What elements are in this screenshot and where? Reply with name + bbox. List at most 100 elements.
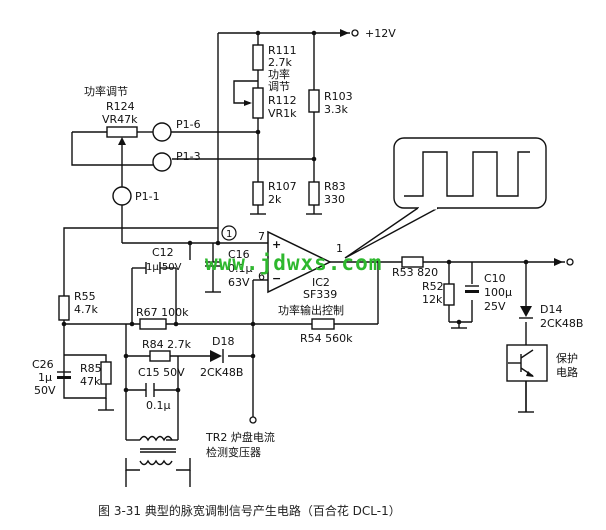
label-c16: C16 — [228, 248, 250, 261]
wires — [63, 32, 565, 471]
figure-caption: 图 3-31 典型的脉宽调制信号产生电路（百合花 DCL-1） — [98, 503, 401, 518]
label-tr2a: TR2 炉盘电流 — [205, 430, 275, 444]
label-c26v2: 50V — [34, 384, 56, 397]
label-r111: R111 — [268, 44, 297, 57]
label-d14v: 2CK48B — [540, 317, 583, 330]
capacitor-c12 — [145, 262, 161, 274]
capacitor-c26 — [57, 371, 71, 379]
label-r52v: 12k — [422, 293, 443, 306]
diode-d14 — [519, 306, 533, 319]
label-pin6: 6 — [258, 270, 265, 283]
terminal-bottom — [249, 416, 257, 424]
connector-p1-6 — [152, 122, 172, 142]
label-r85v: 47k — [80, 375, 101, 388]
output-arrow — [554, 258, 563, 266]
label-c12v: 1μ 50V — [146, 262, 182, 273]
label-prot1: 保护 — [556, 351, 578, 365]
resistor-r54 — [311, 318, 335, 330]
label-pa1: 功率 — [268, 67, 290, 81]
ground-symbols-top — [98, 213, 467, 411]
resistor-r52 — [443, 283, 455, 306]
label-c12: C12 — [152, 246, 174, 259]
label-r83: R83 — [324, 180, 346, 193]
label-out1: 1 — [336, 242, 343, 255]
label-r53: R53 820 — [392, 266, 438, 279]
label-d18v: 2CK48B — [200, 366, 243, 379]
label-pk: 功率输出控制 — [278, 303, 344, 317]
resistor-r67 — [139, 318, 167, 330]
label-c26v1: 1μ — [38, 371, 52, 384]
resistor-r107 — [252, 181, 264, 206]
label-tr2b: 检测变压器 — [206, 445, 261, 459]
resistor-r53 — [401, 256, 424, 268]
label-r84: R84 2.7k — [142, 338, 192, 351]
wiper-arrow — [244, 100, 252, 106]
label-r67: R67 100k — [136, 306, 189, 319]
label-prot2: 电路 — [556, 366, 578, 379]
capacitor-c15 — [145, 383, 155, 397]
label-c10v1: 100μ — [484, 286, 512, 299]
output-terminal — [566, 258, 574, 266]
label-c10: C10 — [484, 272, 506, 285]
label-c10v2: 25V — [484, 300, 506, 313]
label-c15v: 0.1μ — [146, 399, 171, 412]
node-1-marker — [221, 225, 237, 241]
svg-text:−: − — [272, 272, 281, 285]
label-r112: R112 — [268, 94, 297, 107]
transformer-tr2 — [125, 435, 191, 487]
label-c16v2: 63V — [228, 276, 250, 289]
r124-wiper — [118, 137, 126, 145]
svg-text:+: + — [272, 238, 281, 251]
supply-terminal — [351, 29, 359, 37]
label-r107v: 2k — [268, 193, 282, 206]
diode-d18 — [210, 349, 224, 363]
label-d14: D14 — [540, 303, 562, 316]
junction-dots — [61, 30, 529, 393]
capacitor-c10 — [465, 285, 479, 293]
label-r124: R124 — [106, 100, 135, 113]
label-p16: P1-6 — [176, 118, 201, 131]
resistor-r55 — [58, 295, 70, 321]
waveform-callout — [344, 137, 547, 259]
potentiometer-r124 — [106, 126, 138, 138]
resistor-r103 — [308, 89, 320, 113]
label-r107: R107 — [268, 180, 297, 193]
label-gonglv: 功率调节 — [84, 84, 128, 98]
label-c26: C26 — [32, 358, 54, 371]
label-p13: P1-3 — [176, 150, 201, 163]
resistor-r84 — [149, 350, 171, 362]
resistor-r111 — [252, 44, 264, 71]
label-r85: R85 — [80, 362, 102, 375]
square-wave — [404, 151, 530, 197]
potentiometer-r112 — [252, 87, 264, 119]
label-ic2a: IC2 — [312, 276, 330, 289]
label-d18: D18 — [212, 335, 234, 348]
connector-p1-1 — [112, 186, 132, 206]
capacitor-c16 — [205, 261, 221, 267]
label-pa2: 调节 — [268, 80, 290, 93]
label-r103v: 3.3k — [324, 103, 348, 116]
label-r55v: 4.7k — [74, 303, 98, 316]
labels: +12V R111 2.7k 功率 调节 R112 VR1k R103 3.3k… — [32, 27, 583, 459]
supply-arrow — [340, 29, 349, 37]
resistor-r83 — [308, 181, 320, 206]
protection-transistor — [508, 349, 534, 377]
opamp-ic2 — [267, 230, 332, 294]
label-r55: R55 — [74, 290, 96, 303]
label-pin7: 7 — [258, 230, 265, 243]
label-r124v: VR47k — [102, 113, 138, 126]
label-r111v: 2.7k — [268, 56, 292, 69]
label-r52: R52 — [422, 280, 444, 293]
label-c16v1: 0.1μ — [228, 262, 253, 275]
label-supply: +12V — [365, 27, 396, 40]
label-p11: P1-1 — [135, 190, 160, 203]
label-r112v: VR1k — [268, 107, 297, 120]
resistor-r85 — [100, 361, 112, 385]
label-node1: 1 — [226, 229, 232, 240]
label-ic2b: SF339 — [303, 288, 337, 301]
watermark-text: www.jdwxs.com — [205, 251, 382, 275]
label-r103: R103 — [324, 90, 353, 103]
label-r83v: 330 — [324, 193, 345, 206]
label-c15: C15 50V — [138, 366, 185, 379]
